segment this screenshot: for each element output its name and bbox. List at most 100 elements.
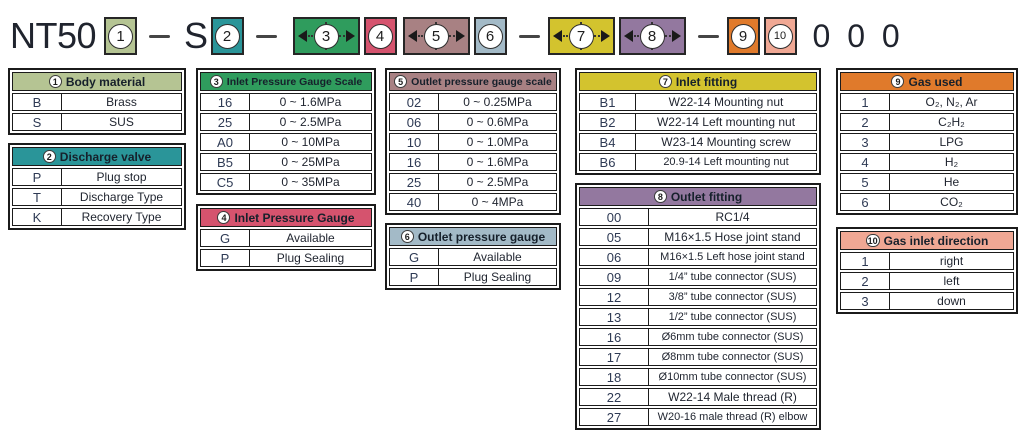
- table-title: Outlet fitting: [670, 189, 743, 204]
- table-title: Outlet pressure gauge scale: [411, 75, 552, 88]
- desc-cell: 0 ~ 25MPa: [281, 155, 340, 169]
- code-cell: 06: [390, 114, 439, 130]
- table-row: 10 0 ~ 1.0MPa: [389, 133, 557, 151]
- table-row: 40 0 ~ 4MPa: [389, 193, 557, 211]
- table-row: B5 0 ~ 25MPa: [200, 153, 372, 171]
- table-title: Inlet Pressure Gauge: [234, 210, 355, 225]
- desc-cell: 0 ~ 2.5MPa: [279, 115, 342, 129]
- desc-cell: SUS: [109, 115, 134, 129]
- code-cell: 22: [580, 389, 649, 405]
- right-arrow-icon: [671, 30, 681, 42]
- table-row: 25 0 ~ 2.5MPa: [200, 113, 372, 131]
- desc-cell: 3/8” tube connector (SUS): [668, 291, 797, 303]
- desc-cell: He: [943, 175, 960, 189]
- desc-cell: CO₂: [940, 195, 963, 209]
- table-title: Outlet pressure gauge: [417, 229, 546, 244]
- desc-cell: Brass: [106, 95, 137, 109]
- desc-cell: RC1/4: [715, 210, 750, 224]
- desc-cell: Recovery Type: [81, 210, 162, 224]
- circled-number: 10: [767, 23, 793, 49]
- desc-cell: 0 ~ 1.0MPa: [466, 135, 529, 149]
- right-arrow-icon: [455, 30, 465, 42]
- desc-cell: Plug Sealing: [463, 270, 532, 284]
- left-arrow-icon: [552, 30, 562, 42]
- code-cell: T: [13, 189, 62, 205]
- code-cell: 1: [841, 94, 890, 110]
- dash-separator: [518, 34, 540, 38]
- desc-cell: 0 ~ 4MPa: [471, 195, 524, 209]
- dash-separator: [255, 34, 277, 38]
- code-cell: 25: [201, 114, 250, 130]
- circled-number: 7: [568, 23, 594, 49]
- code-cell: 5: [841, 174, 890, 190]
- code-cell: G: [201, 230, 250, 246]
- desc-cell: Plug Sealing: [276, 251, 345, 265]
- circled-number: 7: [658, 75, 672, 88]
- circled-number: 6: [477, 23, 503, 49]
- circled-number: 1: [108, 23, 134, 49]
- code-cell: 16: [580, 329, 649, 345]
- desc-cell: Available: [473, 250, 522, 264]
- code-cell: 27: [580, 409, 649, 425]
- desc-cell: W22-14 Mounting nut: [668, 95, 784, 109]
- desc-cell: M16×1.5 Hose joint stand: [664, 230, 801, 244]
- code-cell: 09: [580, 269, 649, 285]
- table-row: 16 0 ~ 1.6MPa: [200, 93, 372, 111]
- desc-cell: 0 ~ 0.25MPa: [463, 95, 532, 109]
- code-cell: 40: [390, 194, 439, 210]
- desc-cell: 0 ~ 35MPa: [281, 175, 340, 189]
- desc-cell: Plug stop: [96, 170, 147, 184]
- code-box-6: 6: [473, 17, 507, 55]
- code-cell: 10: [390, 134, 439, 150]
- right-arrow-icon: [600, 30, 610, 42]
- code-cell: B5: [201, 154, 250, 170]
- code-box-3: 3: [292, 17, 360, 55]
- table-title: Inlet Pressure Gauge Scale: [226, 75, 363, 88]
- code-cell: 2: [841, 273, 890, 289]
- desc-cell: 0 ~ 1.6MPa: [279, 95, 342, 109]
- code-cell: 3: [841, 134, 890, 150]
- circled-number: 8: [653, 190, 667, 203]
- table-title: Discharge valve: [59, 149, 152, 164]
- code-cell: B4: [580, 134, 636, 150]
- code-box-8: 8: [618, 17, 686, 55]
- code-cell: 18: [580, 369, 649, 385]
- code-cell: 16: [201, 94, 250, 110]
- desc-cell: 1/2” tube connector (SUS): [668, 311, 797, 323]
- dash-separator: [149, 34, 171, 38]
- code-cell: 4: [841, 154, 890, 170]
- desc-cell: 20.9-14 Left mounting nut: [663, 156, 789, 168]
